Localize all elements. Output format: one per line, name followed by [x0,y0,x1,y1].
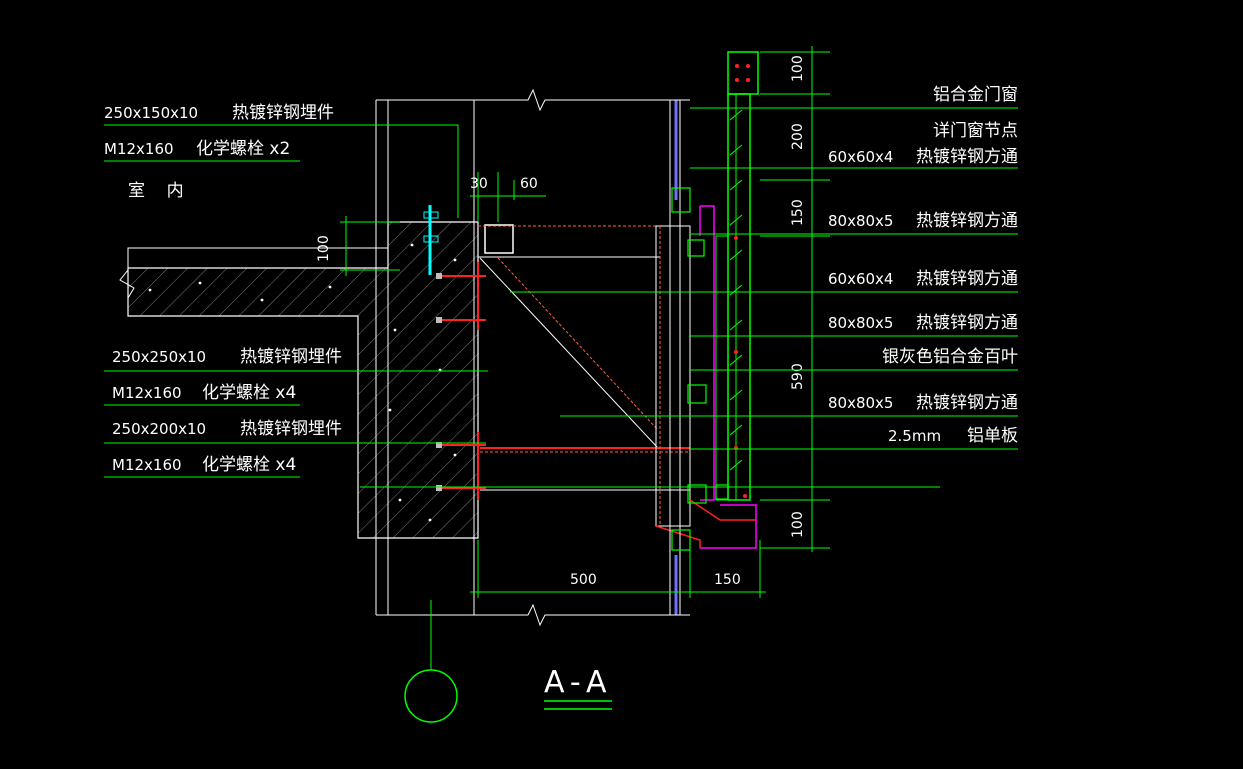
aluminum-window-frame [727,51,759,95]
right-callout-name-2: 详门窗节点 [933,121,1018,141]
aluminum-panel-outline [699,205,757,549]
steel-bracket [478,224,756,548]
top-anchor-bolt [423,205,439,275]
right-dimension-stack [760,46,830,552]
right-callout-spec-4: 80x80x5 [828,212,893,230]
right-callout-name-8: 热镀锌钢方通 [916,393,1018,413]
left-callouts: 250x150x10 热镀锌钢埋件 M12x160 化学螺栓 x2 250x25… [104,103,342,475]
dim-150: 150 [714,572,741,588]
section-title-block: A-A [544,665,613,710]
callout-name-3: 热镀锌钢埋件 [240,347,342,367]
dim-right-100-bottom: 100 [790,511,806,538]
concrete-structure [119,100,479,615]
room-label: 室 内 [128,181,184,201]
dim-500: 500 [570,572,597,588]
top-square-tube [484,224,514,254]
slab-dimension [340,216,400,276]
slab-topping [127,247,389,269]
callout-name-2: 化学螺栓 x2 [196,139,290,159]
chemical-bolts [438,275,486,489]
right-leader-lines [510,107,1018,450]
dim-right-590: 590 [790,363,806,390]
break-lines [376,88,690,627]
callout-name-4: 化学螺栓 x4 [202,383,296,403]
right-callout-spec-5: 60x60x4 [828,270,893,288]
right-callout-name-1: 铝合金门窗 [933,85,1018,105]
right-callout-spec-3: 60x60x4 [828,148,893,166]
axis-bubble [404,600,458,723]
callout-spec-5: 250x200x10 [112,420,206,438]
louver-panel [727,93,751,501]
callout-spec-2: M12x160 [104,140,174,158]
right-callout-spec-9: 2.5mm [888,427,941,445]
concrete-slab-and-beam [127,221,479,539]
callout-name-1: 热镀锌钢埋件 [232,103,334,123]
top-dimension-30-60 [470,172,546,222]
callout-name-5: 热镀锌钢埋件 [240,419,342,439]
callout-spec-3: 250x250x10 [112,348,206,366]
dim-right-200: 200 [790,123,806,150]
right-callout-name-9: 铝单板 [967,426,1018,446]
right-callout-name-3: 热镀锌钢方通 [916,147,1018,167]
facade-system [669,51,759,615]
dim-right-100-top: 100 [790,55,806,82]
callout-spec-1: 250x150x10 [104,104,198,122]
dim-60: 60 [520,176,538,192]
right-callout-name-5: 热镀锌钢方通 [916,269,1018,289]
right-callout-name-4: 热镀锌钢方通 [916,211,1018,231]
dim-right-150: 150 [790,199,806,226]
bottom-dimensions [470,540,766,598]
slab-break-mark [119,269,135,299]
dim-slab-100: 100 [316,235,332,262]
right-callouts: 铝合金门窗 详门窗节点 60x60x4 热镀锌钢方通 80x80x5 热镀锌钢方… [828,85,1018,446]
right-callout-spec-6: 80x80x5 [828,314,893,332]
right-callout-name-6: 热镀锌钢方通 [916,313,1018,333]
vertical-steel-post [655,225,691,527]
left-leader-lines [104,124,940,488]
callout-spec-6: M12x160 [112,456,182,474]
dim-30: 30 [470,176,488,192]
section-title: A-A [544,665,613,700]
callout-spec-4: M12x160 [112,384,182,402]
right-callout-name-7: 银灰色铝合金百叶 [882,347,1018,367]
right-callout-spec-8: 80x80x5 [828,394,893,412]
callout-name-6: 化学螺栓 x4 [202,455,296,475]
